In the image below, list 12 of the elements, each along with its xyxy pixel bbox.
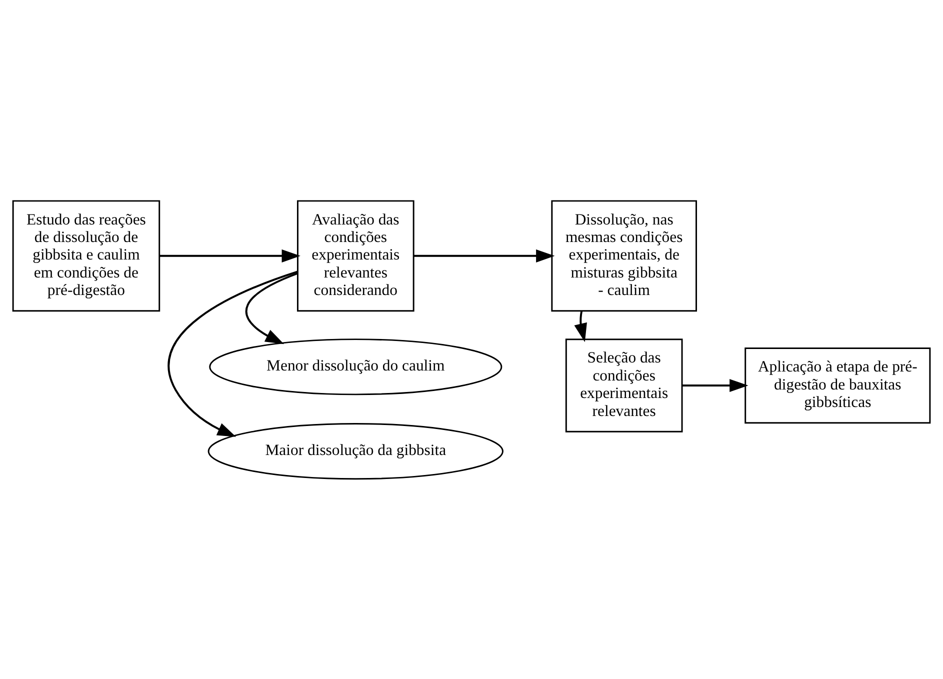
node-box: Seleção das condições experimentais relevantes <box>565 338 683 432</box>
arrow <box>160 248 300 262</box>
arrow <box>682 378 748 392</box>
arrow <box>574 310 587 342</box>
node-box: Dissolução, nas mesmas condições experimentais, de misturas gibbsita - caulim <box>551 200 697 312</box>
node-box: Avaliação das condições experimentais relevantes considerando <box>296 200 414 312</box>
node-box: Aplicação à etapa de pré-digestão de bauxitas gibbsíticas <box>744 346 931 424</box>
arrow <box>245 272 298 344</box>
arrow <box>168 270 298 436</box>
node-box: Estudo das reações de dissolução de gibbsita e caulim em condições de pré-digestão <box>12 200 160 312</box>
arrow <box>414 248 555 262</box>
node-ellipse: Menor dissolução do caulim <box>209 338 502 395</box>
